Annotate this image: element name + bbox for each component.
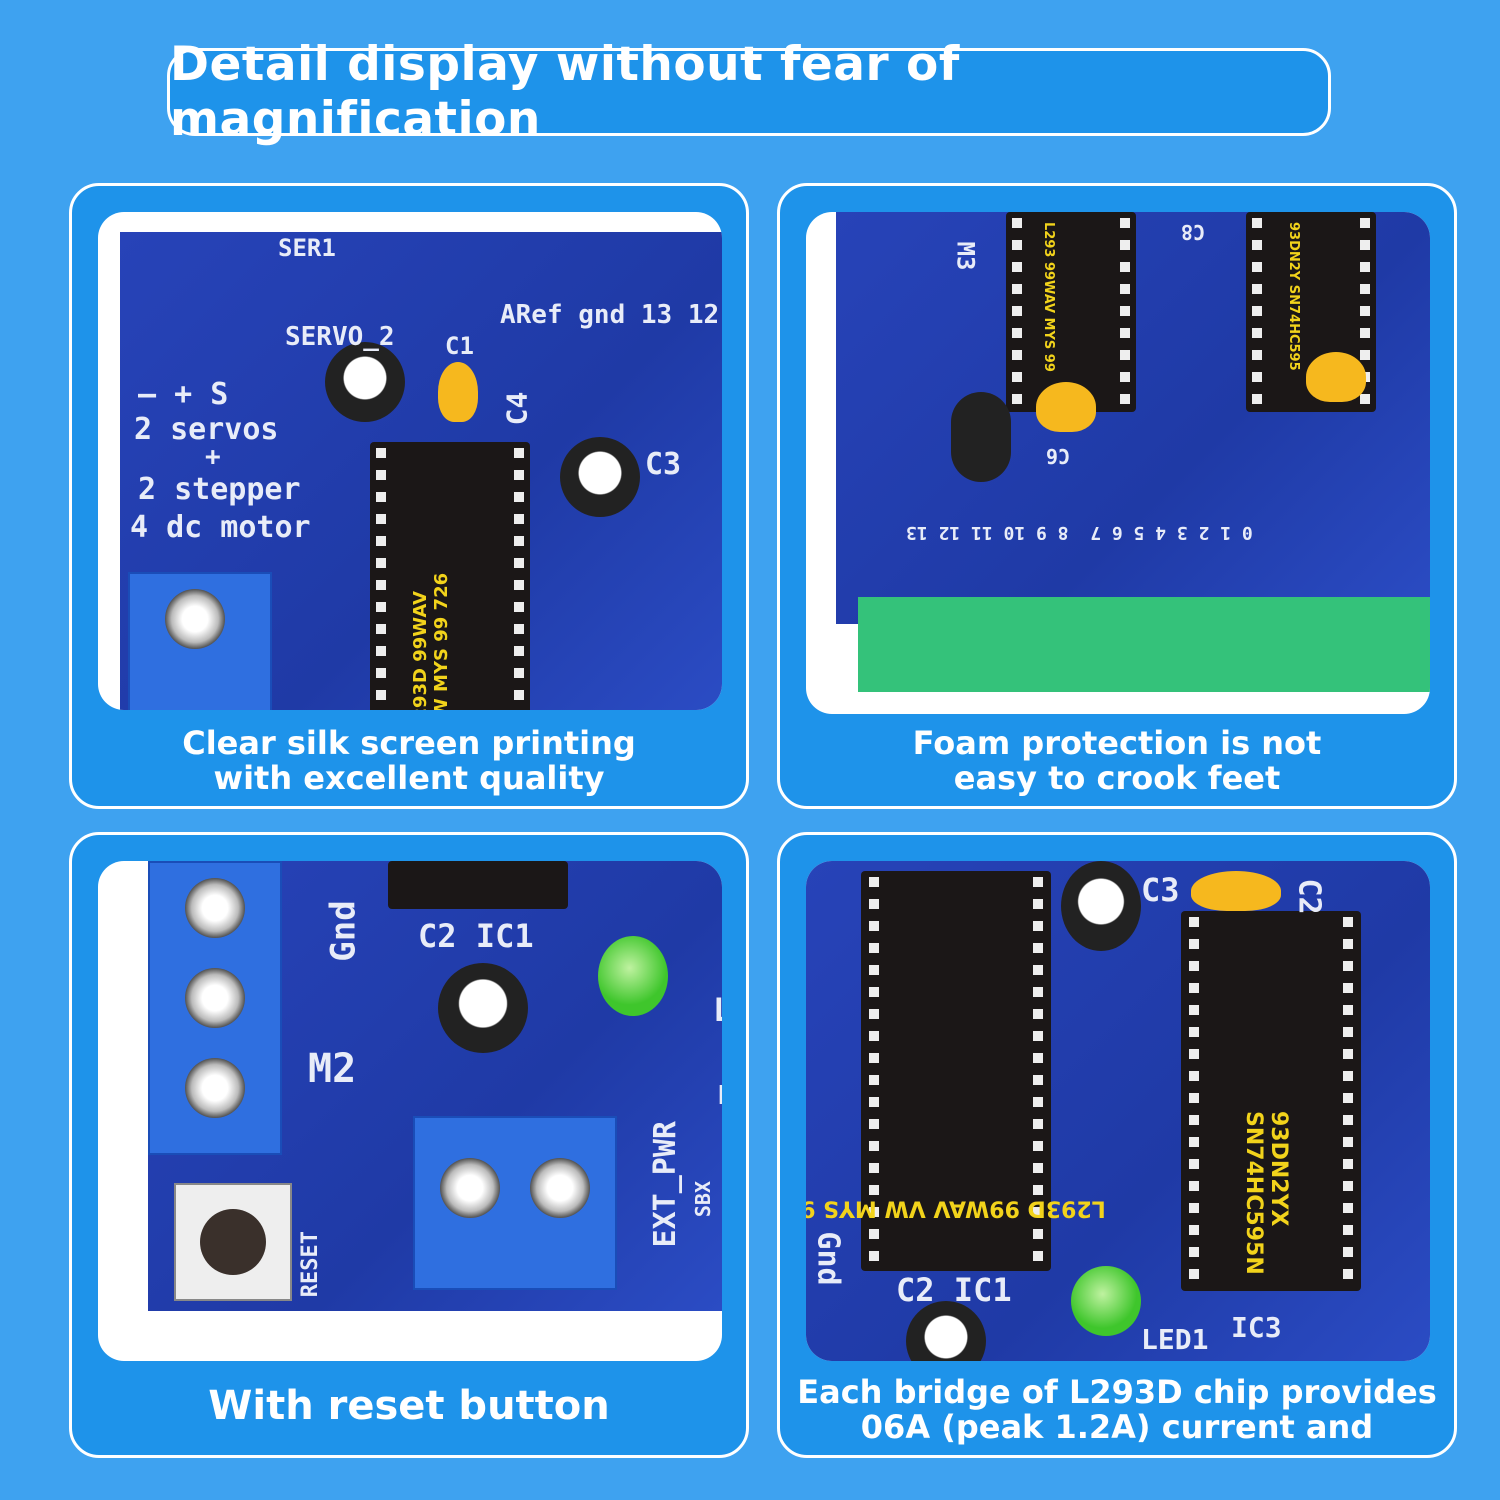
- capacitor: [951, 392, 1011, 482]
- capacitor: [560, 437, 640, 517]
- reset-button[interactable]: [174, 1183, 292, 1301]
- chip-label: 93DN2Y SN74HC595: [1286, 222, 1301, 371]
- silk-digits: 0 1 2 3 4 5 6 7 8 9 10 11 12 13: [906, 522, 1253, 543]
- silk-led: LED: [713, 991, 722, 1029]
- silk-m3: M3: [951, 241, 980, 271]
- caption: With reset button: [72, 1383, 746, 1429]
- caption-line: with excellent quality: [213, 759, 605, 797]
- caption-line: 06A (peak 1.2A) current and: [860, 1408, 1374, 1446]
- title-banner: Detail display without fear of magnifica…: [167, 37, 1331, 147]
- capacitor: [1061, 861, 1141, 951]
- screw-terminal: [148, 861, 282, 1155]
- green-led: [598, 936, 668, 1016]
- panel-silk-screen: SER1 SERVO_2 C1 ARef gnd 13 12 C4 C3 — +…: [69, 183, 749, 809]
- silk-c6: C6: [1046, 444, 1071, 468]
- foam-protection: [858, 597, 1430, 692]
- silk-servo2: SERVO_2: [285, 322, 395, 352]
- chip-label: L293 99WAV MYS 99: [1041, 222, 1056, 372]
- silk-gnd: Gnd: [323, 900, 364, 962]
- capacitor: [325, 342, 405, 422]
- silk-r1: R1: [718, 1081, 722, 1111]
- silk-ic3: IC3: [1231, 1311, 1282, 1344]
- chip: [388, 861, 568, 909]
- silk-pins: — + S: [138, 377, 229, 412]
- silk-c3: C3: [645, 447, 682, 482]
- power-terminal: [413, 1116, 617, 1290]
- capacitor: [906, 1301, 986, 1361]
- chip-label: L293D 99WAV VW MYS 99 726: [410, 572, 452, 710]
- caption-line: Clear silk screen printing: [182, 724, 636, 762]
- green-led: [1071, 1266, 1141, 1336]
- photo-l293d: L293D 99WAV VW MYS 99 726 93DN2YX SN74HC…: [806, 861, 1430, 1361]
- caption: Foam protection is not easy to crook fee…: [780, 726, 1454, 796]
- screw-terminal: [128, 572, 272, 710]
- photo-foam: M3 C8 C6 0 1 2 3 4 5 6 7 8 9 10 11 12 13…: [806, 212, 1430, 714]
- caption: Clear silk screen printing with excellen…: [72, 726, 746, 796]
- panel-foam: M3 C8 C6 0 1 2 3 4 5 6 7 8 9 10 11 12 13…: [777, 183, 1457, 809]
- ceramic-capacitor: [1191, 871, 1281, 911]
- silk-m2: M2: [308, 1046, 357, 1092]
- photo-silk-screen: SER1 SERVO_2 C1 ARef gnd 13 12 C4 C3 — +…: [98, 212, 722, 710]
- silk-line4: 4 dc motor: [130, 510, 311, 545]
- silk-ic1: C2 IC1: [896, 1271, 1012, 1309]
- sn74hc595-chip: 93DN2YX SN74HC595N: [1181, 911, 1361, 1291]
- panel-reset: Gnd C2 IC1 LED M2 R1 RESET EXT_PWR SBX W…: [69, 832, 749, 1458]
- ceramic-capacitor: [1036, 382, 1096, 432]
- caption-line: easy to crook feet: [953, 759, 1281, 797]
- silk-c8: C8: [1181, 220, 1206, 244]
- l293-chip: L293 99WAV MYS 99: [1006, 212, 1136, 412]
- photo-reset: Gnd C2 IC1 LED M2 R1 RESET EXT_PWR SBX: [98, 861, 722, 1361]
- caption-line: With reset button: [208, 1383, 610, 1429]
- silk-ser1: SER1: [278, 234, 336, 262]
- silk-sbx: SBX: [691, 1181, 715, 1218]
- silk-gnd: Gnd: [810, 1231, 846, 1286]
- silk-line2: +: [205, 442, 221, 472]
- silk-ext-pwr: EXT_PWR: [648, 1121, 683, 1248]
- l293d-chip: L293D 99WAV VW MYS 99 726: [370, 442, 530, 710]
- silk-line1: 2 servos: [134, 412, 279, 447]
- caption-line: Foam protection is not: [912, 724, 1322, 762]
- title: Detail display without fear of magnifica…: [170, 37, 960, 147]
- l293d-chip: L293D 99WAV VW MYS 99 726: [806, 871, 1106, 1271]
- capacitor: [438, 963, 528, 1053]
- silk-c2: C2: [1291, 878, 1327, 915]
- silk-c1: C1: [445, 332, 474, 360]
- caption: Each bridge of L293D chip provides 06A (…: [780, 1375, 1454, 1445]
- ceramic-capacitor: [438, 362, 478, 422]
- ceramic-capacitor: [1306, 352, 1366, 402]
- silk-aref: ARef gnd 13 12: [500, 300, 720, 330]
- silk-led1: LED1: [1141, 1323, 1209, 1356]
- silk-c4: C4: [500, 391, 534, 426]
- caption-line: Each bridge of L293D chip provides: [797, 1373, 1437, 1411]
- silk-c3: C3: [1141, 871, 1180, 909]
- silk-line3: 2 stepper: [138, 472, 301, 507]
- chip-label: L293D 99WAV VW MYS 99 726: [806, 1195, 1106, 1221]
- chip-label: 93DN2YX SN74HC595N: [1241, 1111, 1291, 1275]
- silk-reset: RESET: [298, 1231, 323, 1298]
- panel-l293d: L293D 99WAV VW MYS 99 726 93DN2YX SN74HC…: [777, 832, 1457, 1458]
- silk-c2-ic1: C2 IC1: [418, 917, 534, 955]
